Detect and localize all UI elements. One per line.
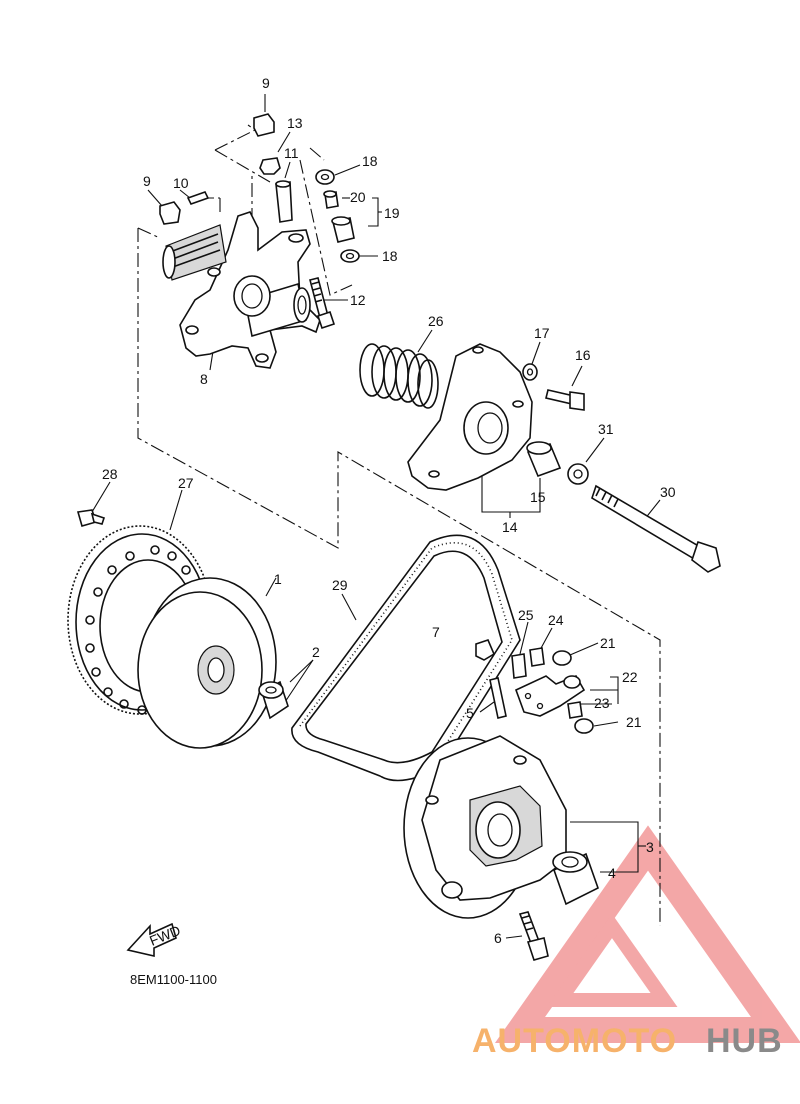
watermark-triangle: [494, 825, 800, 1043]
callout-30: 30: [660, 484, 676, 500]
callout-6: 6: [494, 930, 502, 946]
watermark-logo: AUTOMOTO HUB: [472, 1022, 783, 1060]
callout-2: 2: [312, 644, 320, 660]
part-18-washer-bottom: [340, 249, 360, 263]
part-4-bushing: [552, 851, 599, 906]
callout-7: 7: [432, 624, 440, 640]
callout-24: 24: [548, 612, 564, 628]
part-8-spider-hub: [162, 211, 321, 369]
part-25-pin: [511, 653, 527, 679]
callout-14: 14: [502, 519, 518, 535]
part-23-pin: [567, 701, 583, 719]
callout-3: 3: [646, 839, 654, 855]
part-24-pin: [529, 647, 545, 667]
callout-8: 8: [200, 371, 208, 387]
callout-16: 16: [575, 347, 591, 363]
callout-13: 13: [287, 115, 303, 131]
part-3-movable-sheave: [403, 735, 567, 919]
callout-4: 4: [608, 865, 616, 881]
callout-18: 18: [382, 248, 398, 264]
callout-11: 11: [284, 145, 299, 161]
callout-1: 1: [274, 571, 282, 587]
part-16-bolt: [545, 389, 585, 411]
callout-22: 22: [622, 669, 638, 685]
part-21-washer-bottom: [574, 718, 594, 734]
callout-17: 17: [534, 325, 550, 341]
part-5-shaft-pin: [489, 677, 507, 719]
callout-27: 27: [178, 475, 194, 491]
part-28-bolt: [76, 509, 106, 527]
part-14-cover: [407, 343, 533, 491]
callout-10: 10: [173, 175, 189, 191]
part-21-washer-top: [552, 650, 572, 666]
part-31-washer: [567, 463, 589, 485]
fwd-arrow-icon: FWD: [126, 922, 183, 958]
watermark-text-hub: HUB: [706, 1022, 783, 1060]
fwd-label: FWD: [147, 922, 183, 949]
part-30-long-bolt: [591, 484, 721, 573]
part-20-collar: [323, 190, 339, 209]
callout-18: 18: [362, 153, 378, 169]
callout-labels: 9 13 11 18 20 19 18 9 10 12 8 26 17 16 3…: [102, 75, 676, 946]
part-2-collar: [258, 680, 289, 720]
part-7-cap-nut: [475, 639, 496, 661]
watermark-text-automoto: AUTOMOTO: [472, 1022, 677, 1060]
callout-5: 5: [466, 705, 474, 721]
part-13-cap: [259, 157, 281, 175]
part-26-spring: [359, 343, 439, 409]
callout-29: 29: [332, 577, 348, 593]
callout-12: 12: [350, 292, 366, 308]
part-10-pin-small: [186, 191, 210, 205]
part-19-roller: [331, 216, 355, 243]
callout-31: 31: [598, 421, 614, 437]
callout-19: 19: [384, 205, 400, 221]
callout-21: 21: [600, 635, 616, 651]
part-1-fixed-sheave: [137, 577, 277, 749]
callout-21: 21: [626, 714, 642, 730]
callout-23: 23: [594, 695, 610, 711]
callout-25: 25: [518, 607, 534, 623]
leader-lines: [91, 94, 661, 939]
part-15-bushing: [526, 441, 562, 478]
part-11-pin: [275, 180, 293, 223]
callout-20: 20: [350, 189, 366, 205]
part-22-weight-arm: [514, 674, 586, 717]
diagram-code: 8EM1100-1100: [130, 972, 217, 987]
part-12-bolt: [309, 277, 336, 330]
callout-26: 26: [428, 313, 444, 329]
part-17-washer: [522, 363, 538, 381]
part-6-bolt: [518, 911, 549, 961]
callout-9: 9: [262, 75, 270, 91]
callout-9: 9: [143, 173, 151, 189]
part-9-slider-top: [253, 113, 275, 137]
callout-28: 28: [102, 466, 118, 482]
part-18-washer-top: [315, 169, 335, 185]
part-29-drive-belt: [291, 534, 521, 782]
callout-15: 15: [530, 489, 546, 505]
part-9-slider-left: [159, 201, 181, 225]
